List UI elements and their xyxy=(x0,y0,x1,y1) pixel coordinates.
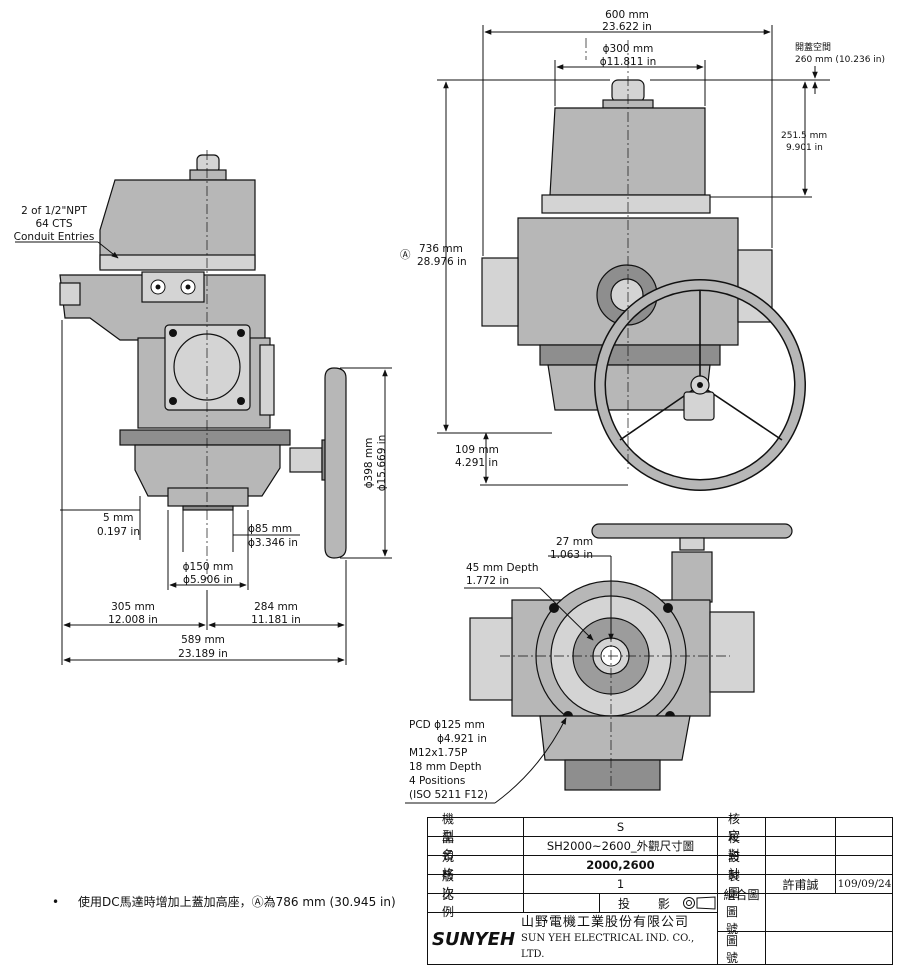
tb-drawer-name: 許甫誠 xyxy=(766,875,836,894)
front-view xyxy=(481,38,806,491)
dimension-labels: 600 mm 23.622 in ϕ300 mm ϕ11.811 in 開蓋空間… xyxy=(14,9,885,801)
dim-bottom-offset-mm: 109 mm xyxy=(455,444,499,456)
note-text: 使用DC馬達時增加上蓋加高座，Ⓐ為786 mm (30.945 in) xyxy=(78,895,396,909)
dim-total-width-mm: 589 mm xyxy=(181,634,225,646)
dim-bore-depth-in: 1.772 in xyxy=(466,575,509,587)
title-block: 機 型 S 核 定 品 名 SH2000~2600_外觀尺寸圖 校 對 規 格 … xyxy=(427,812,893,965)
dim-upper-height-in: 9.901 in xyxy=(786,143,823,153)
sunyeh-logo: SUNYEH xyxy=(432,928,516,950)
dim-flange-step-in: 0.197 in xyxy=(97,526,140,538)
note-bullet: • xyxy=(52,895,60,909)
tb-projection-label: 投 影 xyxy=(618,896,682,911)
dim-overall-height-mm: 736 mm xyxy=(419,243,463,255)
dim-top-dia-mm: ϕ300 mm xyxy=(603,43,654,55)
tb-assembly-label-1: 組合圖 xyxy=(723,888,760,902)
bottom-view-dimensions xyxy=(405,555,614,804)
dim-total-width-in: 23.189 in xyxy=(178,648,228,660)
dim-left-width-mm: 305 mm xyxy=(111,601,155,613)
dim-flange-dia-in: ϕ5.906 in xyxy=(183,574,233,586)
tb-name-value: SH2000~2600_外觀尺寸圖 xyxy=(524,837,718,856)
dim-pcd-line4: 18 mm Depth xyxy=(409,761,481,773)
dim-conduit-line1: 2 of 1/2"NPT xyxy=(21,205,87,217)
dim-spigot-in: ϕ3.346 in xyxy=(248,537,298,549)
dim-flange-step-mm: 5 mm xyxy=(103,512,133,524)
company-logo-area: SUNYEH 山野電機工業股份有限公司 SUN YEH ELECTRICAL I… xyxy=(428,913,718,965)
tb-rev-value: 1 xyxy=(524,875,718,894)
third-angle-projection-icon xyxy=(682,896,716,910)
front-view-dimensions xyxy=(437,25,830,486)
dim-cover-space-label: 開蓋空間 xyxy=(795,41,831,53)
dc-motor-note: • 使用DC馬達時增加上蓋加高座，Ⓐ為786 mm (30.945 in) xyxy=(52,893,396,910)
dim-pcd-line2: ϕ4.921 in xyxy=(437,733,487,745)
dim-left-width-in: 12.008 in xyxy=(108,614,158,626)
dim-top-width-mm: 600 mm xyxy=(605,9,649,21)
dim-spigot-mm: ϕ85 mm xyxy=(248,523,292,535)
dim-overall-height-marker: Ⓐ xyxy=(400,249,411,261)
dim-pcd-line1: PCD ϕ125 mm xyxy=(409,719,485,731)
dim-pcd-line3: M12x1.75P xyxy=(409,747,467,759)
dim-bore-depth-mm: 45 mm Depth xyxy=(466,562,538,574)
tb-spec-value: 2000,2600 xyxy=(524,856,718,875)
tb-drawing-no-label: 圖 號 xyxy=(726,933,749,965)
dimension-drawing: 600 mm 23.622 in ϕ300 mm ϕ11.811 in 開蓋空間… xyxy=(14,9,885,804)
dim-pcd-line6: (ISO 5211 F12) xyxy=(409,789,488,801)
dim-upper-height-mm: 251.5 mm xyxy=(781,131,827,141)
company-name-cn: 山野電機工業股份有限公司 xyxy=(521,915,690,930)
dim-pcd-line5: 4 Positions xyxy=(409,775,465,787)
dim-right-width-in: 11.181 in xyxy=(251,614,301,626)
dim-overall-height-in: 28.976 in xyxy=(417,256,467,268)
tb-scale-label: 比 例 xyxy=(428,888,524,919)
tb-draw-date: 109/09/24 xyxy=(836,875,893,894)
dim-bottom-offset-in: 4.291 in xyxy=(455,457,498,469)
dim-handwheel-mm: ϕ398 mm xyxy=(363,438,375,489)
bottom-view xyxy=(469,523,793,791)
dim-right-width-mm: 284 mm xyxy=(254,601,298,613)
side-view xyxy=(59,150,347,580)
dim-top-dia-in: ϕ11.811 in xyxy=(600,56,657,68)
tb-model-value: S xyxy=(524,818,718,837)
dim-flange-dia-mm: ϕ150 mm xyxy=(183,561,234,573)
side-view-dimensions xyxy=(15,241,392,665)
dim-bore-offset-mm: 27 mm xyxy=(556,536,593,548)
dim-bore-offset-in: 1.063 in xyxy=(550,549,593,561)
dim-conduit-line2: 64 CTS xyxy=(35,218,72,230)
dim-top-width-in: 23.622 in xyxy=(602,21,652,33)
company-name-en: SUN YEH ELECTRICAL IND. CO., LTD. xyxy=(521,933,695,960)
dim-handwheel-in: ϕ15.669 in xyxy=(376,435,388,492)
dim-cover-space-value: 260 mm (10.236 in) xyxy=(795,55,885,65)
dim-conduit-line3: Conduit Entries xyxy=(14,231,95,243)
tb-assembly-label-2: 圖 號 xyxy=(726,905,749,936)
